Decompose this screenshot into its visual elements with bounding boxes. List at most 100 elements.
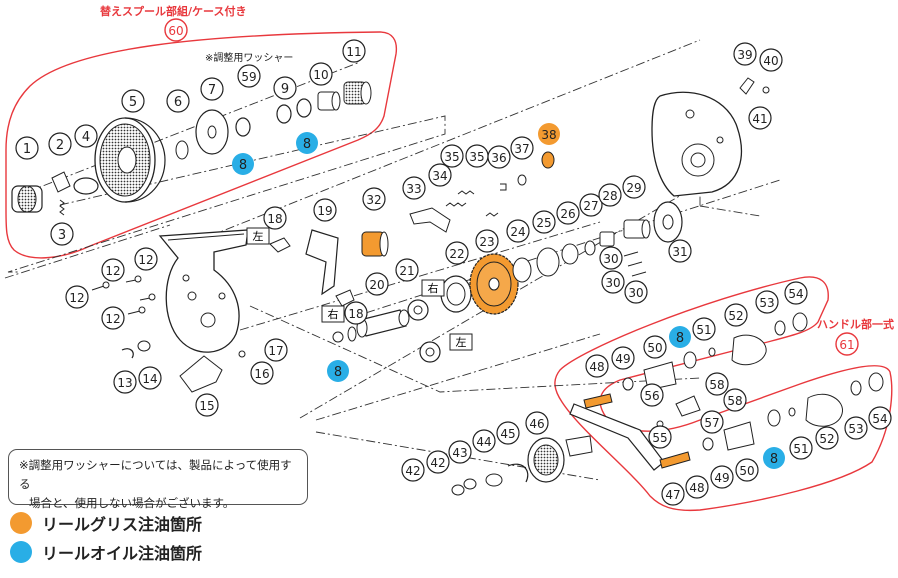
callout-circle (763, 447, 785, 469)
main-shaft-20 (356, 309, 410, 338)
bearing-29 (623, 219, 651, 239)
callout-circle (296, 132, 318, 154)
callout-17: 17 (264, 338, 288, 362)
callout-10: 10 (309, 62, 333, 86)
callout-48: 48 (685, 475, 709, 499)
callout-circle (723, 388, 747, 412)
handle-arm-47 (569, 393, 691, 471)
click-plate-19 (305, 229, 339, 296)
spool-clip (51, 171, 71, 193)
callout-circle (789, 436, 813, 460)
callout-58: 58 (705, 372, 729, 396)
callout-41: 41 (748, 106, 772, 130)
callout-42: 42 (426, 450, 450, 474)
callout-number: 30 (603, 252, 618, 266)
callout-number: 34 (432, 169, 447, 183)
callout-number: 32 (366, 193, 381, 207)
callout-8: 8 (327, 360, 349, 382)
right-tag-2: 右 (421, 279, 445, 297)
callout-circle (784, 281, 808, 305)
callout-number: 8 (770, 452, 778, 467)
callout-circle (868, 406, 892, 430)
callout-12: 12 (134, 247, 158, 271)
callout-16: 16 (250, 361, 274, 385)
callout-50: 50 (643, 335, 667, 359)
callout-circle (733, 42, 757, 66)
callout-35: 35 (465, 144, 489, 168)
callout-circle (640, 383, 664, 407)
lever-33 (409, 207, 451, 233)
callout-number: 33 (406, 182, 421, 196)
callout-12: 12 (101, 258, 125, 282)
spool (94, 117, 166, 203)
callout-circle (428, 163, 452, 187)
callout-number: 27 (583, 199, 598, 213)
callout-27: 27 (579, 193, 603, 217)
callout-circle (692, 317, 716, 341)
washer-24 (512, 257, 532, 283)
note-line-1: ※調整用ワッシャーについては、製品によって使用する (19, 458, 292, 491)
callout-number: 42 (430, 456, 445, 470)
callout-number: 21 (399, 264, 414, 278)
callout-number: 8 (334, 365, 342, 380)
callout-circle (755, 290, 779, 314)
callout-26: 26 (556, 201, 580, 225)
callout-49: 49 (611, 346, 635, 370)
callout-35: 35 (440, 144, 464, 168)
callout-circle (598, 183, 622, 207)
spool-bearing-8 (296, 98, 312, 118)
ratchet-left (419, 341, 441, 363)
callout-number: 39 (737, 48, 752, 62)
callout-number: 40 (763, 54, 778, 68)
callout-number: 10 (313, 68, 328, 82)
left-tag-2-text: 左 (456, 336, 467, 349)
callout-number: 46 (529, 417, 544, 431)
callout-circle (735, 458, 759, 482)
callout-circle (101, 258, 125, 282)
callout-circle (448, 440, 472, 464)
callout-33: 33 (402, 176, 426, 200)
callout-number: 24 (510, 225, 525, 239)
callout-circle (402, 176, 426, 200)
spool-spring (59, 199, 65, 216)
spare-spool-label: 替えスプール部組/ケース付き (100, 5, 247, 18)
callout-circle (445, 241, 469, 265)
callout-circle (362, 187, 386, 211)
callout-number: 51 (696, 323, 711, 337)
callout-23: 23 (475, 229, 499, 253)
callout-number: 50 (739, 464, 754, 478)
callout-number: 16 (254, 367, 269, 381)
callout-57: 57 (700, 410, 724, 434)
callout-circle (65, 285, 89, 309)
callout-51: 51 (789, 436, 813, 460)
callout-47: 47 (661, 482, 685, 506)
callout-number: 48 (589, 360, 604, 374)
washer-37 (517, 174, 527, 186)
callout-8: 8 (296, 132, 318, 154)
callout-58: 58 (723, 388, 747, 412)
note-line-2: 場合と、使用しない場合がございます。 (29, 496, 235, 510)
spool-small-ring (175, 140, 189, 160)
callout-number: 29 (626, 181, 641, 195)
lock-plate-57 (675, 395, 701, 417)
callout-number: 56 (644, 389, 659, 403)
callout-number: 2 (56, 138, 64, 153)
callout-number: 45 (500, 427, 515, 441)
callout-40: 40 (759, 48, 783, 72)
callout-circle (585, 354, 609, 378)
callout-number: 23 (479, 235, 494, 249)
callout-circle (622, 175, 646, 199)
callout-number: 12 (69, 291, 84, 305)
callout-number: 1 (23, 142, 31, 157)
click-spring-18a (269, 237, 291, 253)
callout-circle (134, 247, 158, 271)
callout-19: 19 (313, 198, 337, 222)
callout-18: 18 (344, 301, 368, 325)
callout-49: 49 (710, 465, 734, 489)
callout-circle (365, 272, 389, 296)
washer-25 (536, 247, 560, 277)
callout-circle (496, 421, 520, 445)
callout-number: 12 (138, 253, 153, 267)
